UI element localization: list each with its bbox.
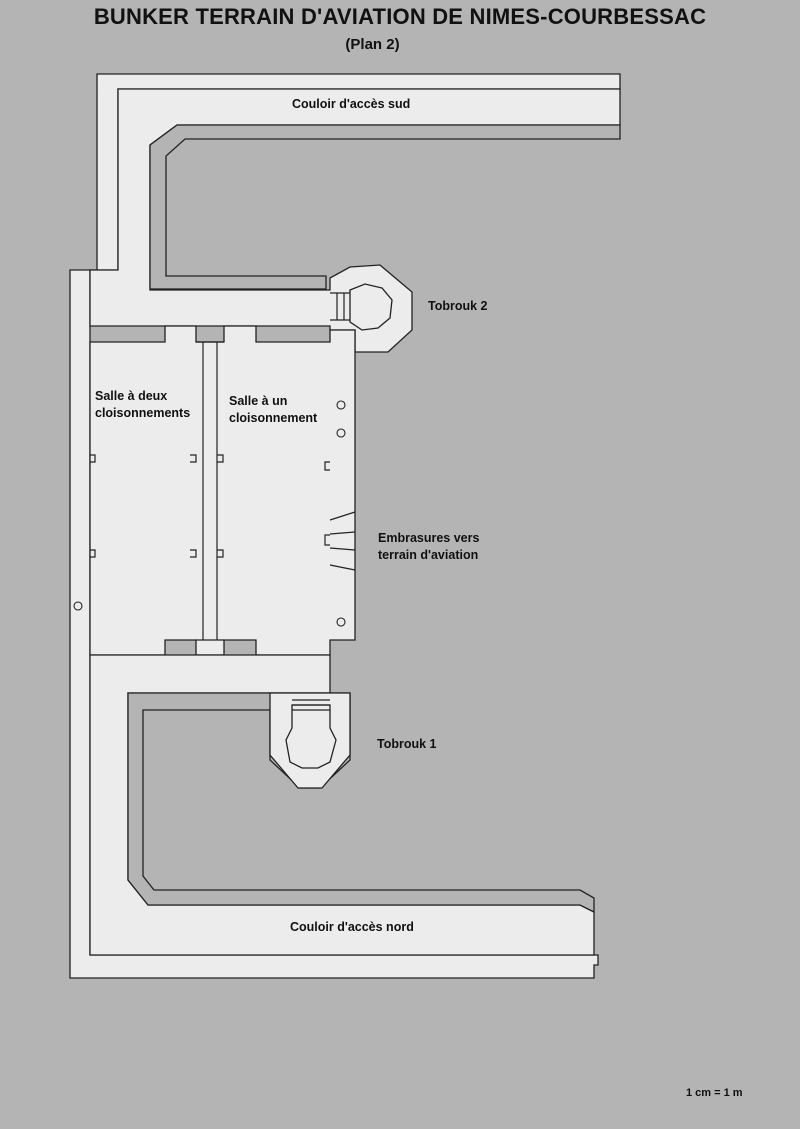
- room-one-partition-line1: Salle à un: [229, 394, 288, 408]
- tobruk-2-chamber: [349, 283, 393, 331]
- embrasures-line1: Embrasures vers: [378, 531, 480, 545]
- tobruk-2-steps: [330, 292, 350, 321]
- room-two-partitions-line1: Salle à deux: [95, 389, 168, 403]
- room-one-partition-label: Salle à un cloisonnement: [229, 393, 317, 427]
- room-partition-notches: [90, 454, 330, 558]
- north-corridor-inner-wall: [127, 692, 595, 914]
- central-room-block: [89, 325, 356, 656]
- embrasures-label: Embrasures vers terrain d'aviation: [378, 530, 479, 564]
- porthole-4: [73, 601, 83, 611]
- room-two-partitions-label: Salle à deux cloisonnements: [95, 388, 190, 422]
- embrasures-line2: terrain d'aviation: [378, 548, 479, 562]
- page-subtitle: (Plan 2): [345, 36, 400, 53]
- central-partition-wall: [196, 341, 224, 641]
- porthole-3: [336, 617, 346, 627]
- tobruk-2-label: Tobrouk 2: [428, 299, 488, 313]
- south-corridor-inner-wall: [149, 124, 621, 290]
- south-corridor-label: Couloir d'accès sud: [292, 97, 411, 111]
- tobruk-1-label: Tobrouk 1: [377, 737, 437, 751]
- tobruk-1-steps: [292, 699, 330, 711]
- tobruk-1-chamber: [285, 704, 337, 769]
- scale-label: 1 cm = 1 m: [686, 1087, 743, 1099]
- porthole-2: [336, 428, 346, 438]
- page-title: BUNKER TERRAIN D'AVIATION DE NIMES-COURB…: [93, 4, 707, 29]
- room-two-partitions-line2: cloisonnements: [95, 406, 191, 420]
- room-one-partition-line2: cloisonnement: [229, 411, 318, 425]
- north-corridor-label: Couloir d'accès nord: [290, 920, 414, 934]
- embrasures: [329, 511, 356, 571]
- porthole-1: [336, 400, 346, 410]
